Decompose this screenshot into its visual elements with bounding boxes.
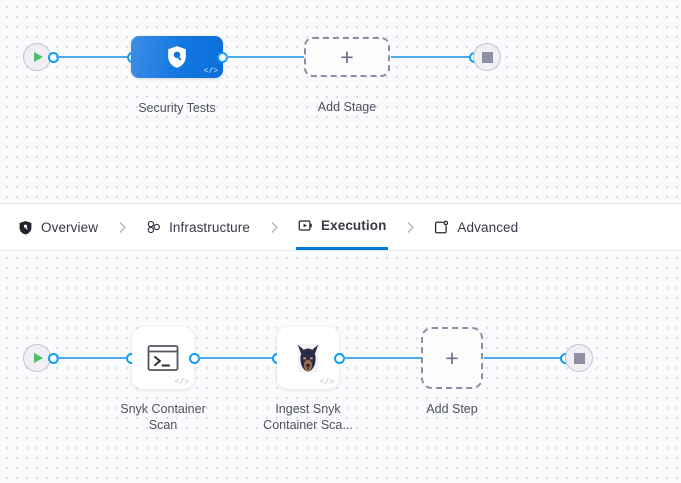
plus-icon: + — [445, 344, 459, 371]
chevron-right-icon — [119, 221, 126, 233]
pipeline-start-node[interactable] — [23, 43, 51, 71]
terminal-icon — [147, 345, 179, 371]
connector-step1-to-step2 — [198, 357, 274, 359]
snyk-dog-icon — [297, 344, 319, 372]
add-step-label: Add Step — [426, 402, 478, 416]
play-rect-icon — [298, 220, 312, 231]
nodes-cluster-icon — [147, 220, 160, 233]
step-node-ingest-snyk-container-scan[interactable]: </> — [277, 327, 339, 389]
tab-infrastructure[interactable]: Infrastructure — [144, 204, 252, 250]
tab-advanced-label: Advanced — [457, 219, 519, 235]
add-stage-label: Add Stage — [317, 100, 377, 114]
pipeline-end-node[interactable] — [473, 43, 501, 71]
execution-canvas[interactable]: </> </> — [0, 251, 681, 483]
execution-start-node[interactable] — [23, 344, 51, 372]
stop-icon — [573, 352, 585, 364]
stage-label-security-tests: Security Tests — [138, 101, 216, 115]
tab-infrastructure-label: Infrastructure — [169, 219, 250, 235]
plus-icon: + — [340, 43, 354, 70]
execution-end-node[interactable] — [565, 344, 593, 372]
connector-add-to-end — [391, 56, 473, 58]
tab-separator-1 — [100, 221, 144, 234]
play-icon — [34, 353, 43, 363]
connector-start-to-step1 — [56, 357, 132, 359]
tab-execution-label: Execution — [321, 218, 387, 233]
shield-icon — [19, 220, 32, 235]
step-label-snyk-container-scan: Snyk Container Scan — [120, 402, 206, 432]
shield-search-icon — [168, 46, 186, 68]
tab-separator-3 — [388, 221, 432, 234]
stage-code-badge: </> — [203, 67, 218, 76]
connector-stage-to-add — [226, 56, 304, 58]
tab-overview-label: Overview — [41, 219, 99, 235]
connector-step2-to-add — [343, 357, 421, 359]
step-label-ingest-snyk-container-scan: Ingest Snyk Container Sca... — [263, 402, 353, 432]
stage-canvas[interactable]: </> + Security Tests Add Stage — [0, 0, 681, 203]
play-icon — [34, 52, 43, 62]
tab-overview[interactable]: Overview — [16, 204, 100, 250]
add-stage-button[interactable]: + — [304, 37, 390, 77]
tab-separator-2 — [252, 221, 296, 234]
step2-code-badge: </> — [319, 378, 334, 387]
chevron-right-icon — [407, 221, 414, 233]
connector-add-to-end — [484, 357, 564, 359]
stop-icon — [481, 51, 493, 63]
chevron-right-icon — [271, 221, 278, 233]
step-node-snyk-container-scan[interactable]: </> — [132, 327, 194, 389]
tab-advanced[interactable]: Advanced — [432, 204, 520, 250]
pipeline-section-tabs: Overview Infrastructure — [0, 203, 681, 251]
add-step-button[interactable]: + — [421, 327, 483, 389]
stage-node-security-tests[interactable]: </> — [131, 36, 223, 78]
tab-execution[interactable]: Execution — [296, 204, 389, 250]
connector-start-to-stage — [56, 56, 134, 58]
panel-gear-icon — [435, 220, 449, 233]
step1-code-badge: </> — [174, 378, 189, 387]
